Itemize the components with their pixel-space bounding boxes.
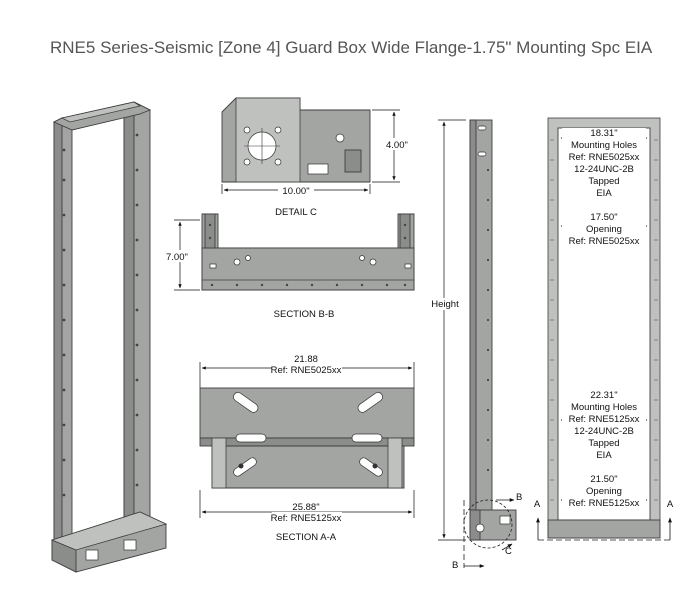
note1-line5: Tapped: [588, 176, 619, 187]
detail-c-height-dim: 4.00": [386, 140, 408, 151]
note3-line6: EIA: [596, 450, 612, 461]
front-note-4: 21.50" Opening Ref: RNE5125xx: [562, 472, 646, 509]
front-note-1: 18.31" Mounting Holes Ref: RNE5025xx 12-…: [562, 128, 646, 199]
note3-line1: 22.31": [590, 390, 617, 401]
note1-line6: EIA: [596, 188, 612, 199]
detail-c-view: [221, 97, 400, 194]
note4-line3: Ref: RNE5125xx: [569, 498, 640, 509]
note4-line2: Opening: [586, 486, 622, 497]
note3-line5: Tapped: [588, 438, 619, 449]
note1-line3: Ref: RNE5025xx: [569, 152, 640, 163]
section-aa-top-dim-ref: Ref: RNE5025xx: [271, 365, 342, 376]
note3-line2: Mounting Holes: [571, 402, 637, 413]
section-bb-height-dim: 7.00": [166, 252, 188, 263]
marker-a-right: A: [667, 499, 674, 510]
marker-c: C: [505, 546, 512, 557]
side-view: [438, 119, 517, 568]
section-aa-bottom-dim-value: 25.88": [292, 502, 319, 513]
isometric-rack-view: [50, 101, 168, 573]
marker-b-bottom: B: [452, 560, 458, 571]
marker-b-top: B: [516, 492, 522, 503]
detail-c-caption: DETAIL C: [275, 207, 317, 218]
section-bb-view: [174, 213, 415, 291]
note2-line1: 17.50": [590, 212, 617, 223]
note3-line4: 12-24UNC-2B: [574, 426, 634, 437]
marker-a-left: A: [534, 499, 541, 510]
section-aa-top-dim-value: 21.88: [294, 354, 318, 365]
section-aa-view: [199, 362, 415, 518]
section-bb-caption: SECTION B-B: [274, 309, 335, 320]
front-note-3: 22.31" Mounting Holes Ref: RNE5125xx 12-…: [562, 389, 646, 461]
note4-line1: 21.50": [590, 474, 617, 485]
note2-line2: Opening: [586, 224, 622, 235]
note1-line4: 12-24UNC-2B: [574, 164, 634, 175]
note3-line3: Ref: RNE5125xx: [569, 414, 640, 425]
page-title: RNE5 Series-Seismic [Zone 4] Guard Box W…: [50, 38, 653, 57]
detail-c-width-dim: 10.00": [282, 186, 309, 197]
section-aa-bottom-dim-ref: Ref: RNE5125xx: [271, 513, 342, 524]
note1-line1: 18.31": [590, 128, 617, 139]
side-view-height-label: Height: [431, 299, 459, 310]
section-aa-caption: SECTION A-A: [276, 532, 337, 543]
front-note-2: 17.50" Opening Ref: RNE5025xx: [562, 212, 646, 247]
note2-line3: Ref: RNE5025xx: [569, 236, 640, 247]
note1-line2: Mounting Holes: [571, 140, 637, 151]
